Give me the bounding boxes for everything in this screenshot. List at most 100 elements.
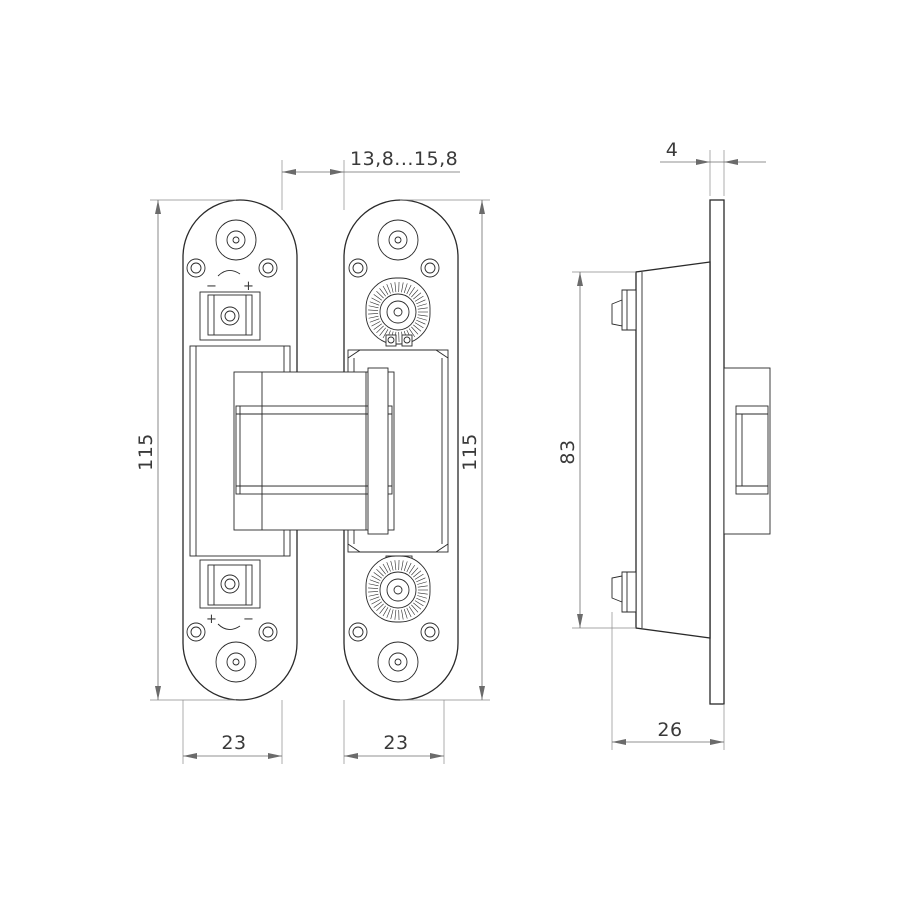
side-height-label: 83 — [557, 439, 579, 464]
right-top-screw-outer — [377, 219, 419, 261]
left-top-cam-screw — [220, 306, 240, 326]
gear-tooth — [403, 608, 408, 619]
gear-tooth — [386, 284, 391, 294]
gear-tooth — [417, 595, 427, 599]
gear-tooth — [417, 303, 427, 307]
gear-tooth — [382, 285, 389, 295]
gear-tooth — [382, 329, 389, 339]
gear-tooth — [417, 592, 428, 595]
gear-tooth — [368, 315, 379, 319]
gear-tooth — [416, 299, 426, 305]
gear-tooth — [406, 607, 412, 618]
gear-tooth — [376, 603, 384, 612]
gear-tooth — [414, 573, 424, 580]
gear-tooth — [406, 284, 412, 295]
side-top-screw-head — [621, 289, 637, 331]
gear-tooth — [408, 606, 416, 616]
side-arm — [723, 367, 771, 535]
right-bottom-hole-left — [348, 622, 368, 642]
right-top-hole-left — [348, 258, 368, 278]
height-left-label: 115 — [135, 433, 157, 471]
left-bottom-minus-sign: − — [243, 612, 254, 627]
gap-range-label: 13,8...15,8 — [350, 148, 458, 170]
dimension-width-left: 23 — [182, 700, 283, 764]
gear-tooth — [416, 577, 426, 583]
gear-tooth — [417, 314, 428, 317]
gear-tooth — [368, 309, 379, 311]
gear-tooth — [394, 560, 397, 571]
gear-tooth — [371, 575, 381, 581]
gear-tooth — [379, 605, 386, 614]
right-top-indicator-left — [385, 334, 397, 347]
gear-tooth — [413, 292, 422, 300]
gear-tooth — [379, 288, 386, 297]
gear-tooth — [390, 609, 394, 620]
gear-tooth — [373, 294, 382, 301]
gear-tooth — [417, 307, 428, 310]
side-depth-label: 26 — [657, 719, 682, 741]
gear-tooth — [368, 305, 379, 309]
gear-tooth — [411, 326, 419, 335]
gear-tooth — [373, 572, 382, 579]
left-top-screw-outer — [215, 219, 257, 261]
plate-thickness-label: 4 — [666, 139, 679, 161]
gear-tooth — [411, 289, 419, 298]
gear-tooth — [414, 295, 424, 302]
side-body — [635, 261, 711, 639]
left-bottom-hole-left — [186, 622, 206, 642]
gear-tooth — [386, 562, 391, 572]
gear-tooth — [416, 597, 426, 603]
right-bottom-adjust-screw — [379, 571, 417, 609]
gear-tooth — [386, 608, 391, 618]
gear-tooth — [401, 609, 404, 620]
height-right-label: 115 — [459, 433, 481, 471]
left-top-hole-left — [186, 258, 206, 278]
right-hinge-leaf — [343, 199, 459, 701]
gear-tooth — [417, 581, 427, 585]
left-top-minus-sign: − — [206, 279, 217, 294]
left-bottom-plus-sign: + — [206, 612, 217, 627]
gear-tooth — [413, 324, 422, 332]
dimension-height-right: 115 — [400, 199, 490, 701]
left-bottom-cam-screw — [220, 574, 240, 594]
gear-tooth — [408, 328, 416, 338]
gear-tooth — [390, 560, 394, 571]
gear-tooth — [414, 322, 424, 329]
right-bottom-hole-right — [420, 622, 440, 642]
left-bottom-hole-right — [258, 622, 278, 642]
gear-tooth — [417, 585, 428, 588]
gear-tooth — [368, 313, 379, 315]
gear-tooth — [413, 602, 422, 610]
gear-tooth — [382, 563, 389, 573]
side-face-plate — [709, 199, 725, 705]
gear-tooth — [368, 587, 379, 589]
gear-tooth — [403, 283, 408, 294]
gear-tooth — [394, 609, 397, 620]
left-top-hole-right — [258, 258, 278, 278]
dimension-width-right: 23 — [343, 700, 445, 764]
gear-tooth — [401, 560, 404, 571]
gear-tooth — [414, 600, 424, 607]
right-top-indicator-right — [401, 334, 413, 347]
gear-tooth — [371, 321, 381, 327]
gear-tooth — [373, 601, 382, 608]
left-bottom-screw-outer — [215, 641, 257, 683]
left-bottom-adjust-arc — [217, 623, 241, 630]
dimension-side-height: 83 — [557, 271, 636, 629]
gear-tooth — [369, 579, 380, 584]
gear-tooth — [411, 604, 419, 613]
gear-tooth — [371, 297, 381, 303]
left-top-screw-inner — [226, 230, 246, 250]
gear-tooth — [408, 286, 416, 296]
gear-tooth — [368, 593, 379, 597]
right-bottom-screw-outer — [377, 641, 419, 683]
gear-tooth — [379, 566, 386, 575]
gear-tooth — [369, 318, 380, 323]
gear-tooth — [394, 282, 397, 293]
width-left-label: 23 — [221, 732, 246, 754]
gear-tooth — [368, 583, 379, 587]
gear-tooth — [373, 323, 382, 330]
gear-tooth — [408, 564, 416, 574]
width-right-label: 23 — [383, 732, 408, 754]
gear-tooth — [379, 327, 386, 336]
